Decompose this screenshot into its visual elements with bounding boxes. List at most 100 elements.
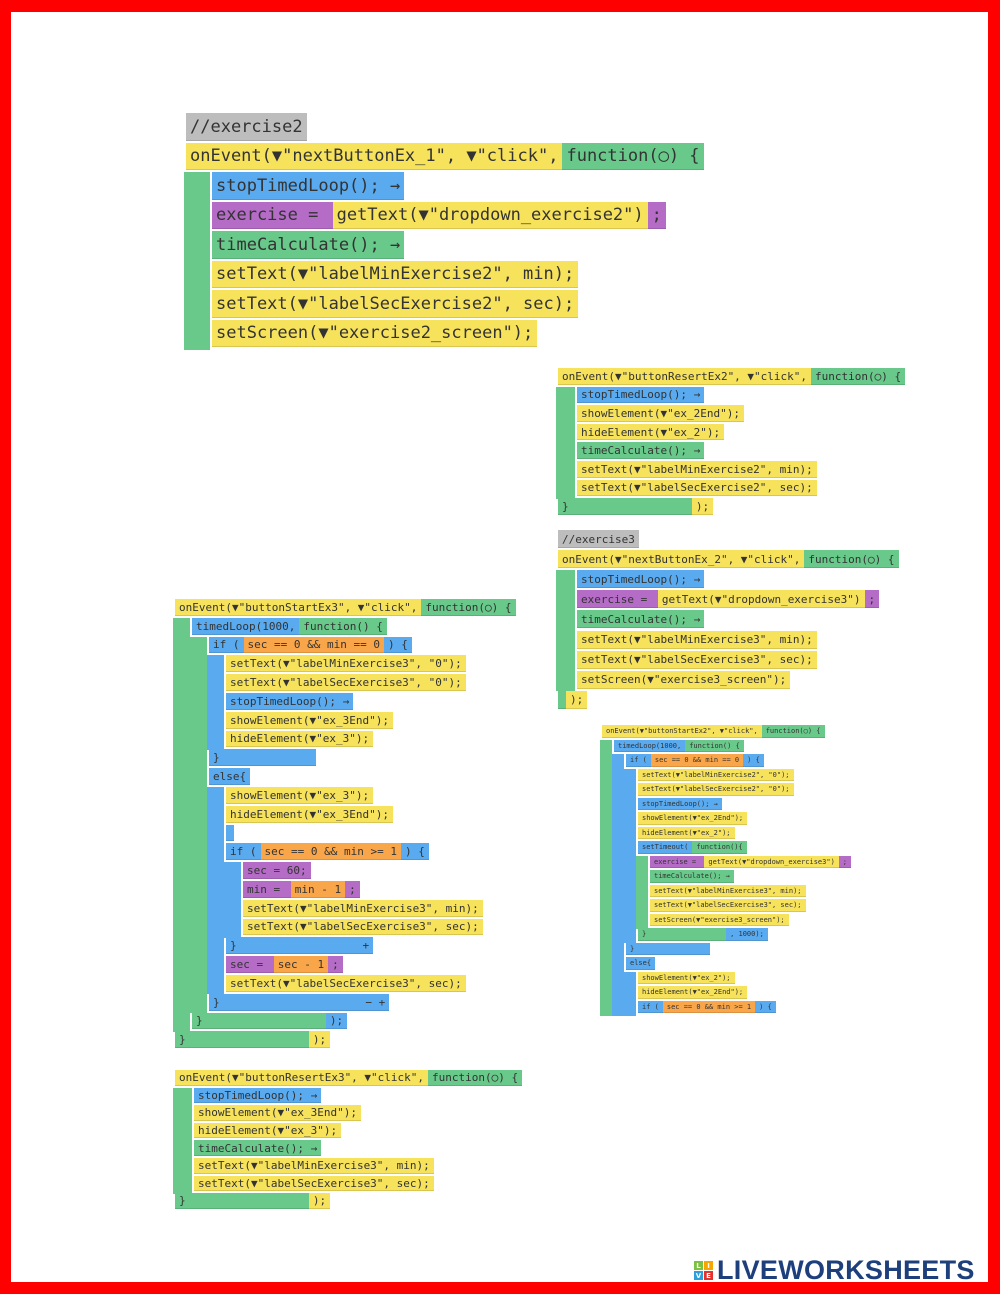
block-rail [636,870,648,885]
block-rail [173,1158,192,1177]
code-block[interactable]: setText(▼"labelSecExercise2", sec); [212,290,579,318]
code-block[interactable]: else{ [626,957,656,970]
code-block[interactable]: setText(▼"labelMinExercise3", min); [577,630,817,649]
block-rail [173,787,190,807]
code-block[interactable]: stopTimedLoop(); → [212,172,405,200]
code-block[interactable]: } , 1000); [638,928,768,941]
code-block[interactable]: hideElement(▼"ex_3End"); [226,805,393,823]
code-segment: function(◯) { [428,1070,523,1086]
code-block[interactable]: hideElement(▼"ex_3"); [226,730,374,748]
code-block[interactable]: } + [226,937,374,955]
code-block[interactable]: showElement(▼"ex_3End"); [194,1105,361,1121]
code-block[interactable]: setText(▼"labelSecExercise3", sec); [226,975,466,992]
code-block[interactable]: setText(▼"labelSecExercise3", sec); [194,1175,434,1192]
code-block[interactable]: setScreen(▼"exercise3_screen"); [650,913,789,926]
code-block[interactable]: exercise = getText(▼"dropdown_exercise2"… [212,201,666,229]
code-block[interactable]: } ); [558,498,714,515]
code-block[interactable]: setText(▼"labelMinExercise3", min); [194,1158,434,1174]
code-block[interactable]: hideElement(▼"ex_3"); [194,1122,342,1139]
code-block[interactable]: sec = sec - 1; [226,956,343,973]
code-block[interactable]: timeCalculate(); → [194,1140,322,1156]
code-block[interactable]: min = min - 1; [243,881,360,898]
code-block[interactable]: setText(▼"labelSecExercise3", sec); [650,899,806,912]
code-block[interactable]: timedLoop(1000,function() { [614,739,744,752]
code-block[interactable]: if (sec == 0 && min == 0) { [626,754,764,767]
block-rail [184,201,210,232]
code-block[interactable]: onEvent(▼"buttonStartEx2", ▼"click",func… [602,725,825,738]
code-block[interactable]: setText(▼"labelSecExercise2", "0"); [638,783,794,796]
code-block[interactable]: timeCalculate(); → [650,870,734,883]
code-block[interactable]: timeCalculate(); → [577,442,705,459]
code-block[interactable]: timeCalculate(); → [577,610,705,629]
code-block[interactable]: } ); [192,1012,348,1030]
block-rail [207,956,224,976]
code-block[interactable]: stopTimedLoop(); → [226,693,354,710]
block-rail [600,739,612,755]
code-block[interactable]: if (sec == 0 && min == 0) { [209,636,412,654]
code-block[interactable]: showElement(▼"ex_3"); [226,787,374,804]
code-block[interactable]: exercise = getText(▼"dropdown_exercise3"… [650,855,852,868]
code-block[interactable]: exercise = getText(▼"dropdown_exercise3"… [577,590,880,609]
code-block[interactable]: } ); [175,1031,331,1049]
code-block[interactable]: else{ [209,768,251,785]
code-block[interactable]: if (sec == 0 && min >= 1) { [226,843,429,861]
block-rail [207,918,224,938]
code-block[interactable]: showElement(▼"ex_2"); [638,971,735,984]
code-block[interactable]: } ); [175,1193,331,1209]
code-block[interactable]: setText(▼"labelMinExercise2", "0"); [638,768,794,781]
code-block[interactable]: onEvent(▼"buttonResertEx2", ▼"click",fun… [558,368,906,385]
code-block[interactable]: ); [558,690,588,709]
block-rail [600,899,612,914]
code-block[interactable]: //exercise3 [558,530,639,549]
code-block[interactable]: //exercise2 [186,113,307,141]
block-rail [624,913,636,929]
code-block[interactable]: onEvent(▼"nextButtonEx_2", ▼"click",func… [558,550,899,569]
code-block[interactable]: setScreen(▼"exercise3_screen"); [577,670,791,689]
code-block[interactable]: hideElement(▼"ex_2"); [638,826,735,839]
code-block[interactable]: onEvent(▼"buttonStartEx3", ▼"click",func… [175,599,516,616]
block-rail [624,841,636,856]
code-block[interactable]: setTimeout(function(){ [638,841,747,854]
code-block[interactable]: timeCalculate(); → [212,231,405,259]
block-rail [600,783,612,798]
code-block[interactable]: showElement(▼"ex_2End"); [638,812,748,825]
code-block[interactable]: stopTimedLoop(); → [577,570,705,589]
code-block[interactable]: timedLoop(1000,function() { [192,617,387,635]
code-block[interactable]: setText(▼"labelSecExercise3", sec); [243,918,483,936]
block-rail [184,260,210,291]
code-block[interactable]: stopTimedLoop(); → [638,797,722,810]
code-block[interactable]: setScreen(▼"exercise2_screen"); [212,319,538,347]
code-block[interactable]: } [209,749,317,767]
code-block[interactable]: stopTimedLoop(); → [194,1087,322,1104]
code-segment: if ( [209,636,244,654]
code-block[interactable]: sec = 60; [243,862,311,879]
code-block[interactable]: setText(▼"labelMinExercise3", min); [650,884,806,897]
code-block[interactable]: showElement(▼"ex_3End"); [226,711,393,729]
block-rail [173,899,190,920]
code-block[interactable]: setText(▼"labelMinExercise3", min); [243,899,483,917]
code-block[interactable]: stopTimedLoop(); → [577,386,705,404]
code-block[interactable]: setText(▼"labelMinExercise2", min); [577,461,817,478]
code-block[interactable]: hideElement(▼"ex_2"); [577,423,725,441]
block-rail [556,570,575,591]
code-block[interactable] [226,824,234,842]
code-block[interactable]: onEvent(▼"nextButtonEx_1", ▼"click",func… [186,142,704,170]
code-block[interactable]: hideElement(▼"ex_2End"); [638,986,748,999]
code-block[interactable]: setText(▼"labelMinExercise3", "0"); [226,655,466,673]
code-segment: hideElement(▼"ex_3"); [226,730,374,748]
block-rail [556,479,575,499]
code-block[interactable]: if (sec == 0 && min >= 1) { [638,1000,776,1013]
code-block[interactable]: setText(▼"labelSecExercise3", sec); [577,650,817,669]
code-block[interactable]: } [626,942,710,955]
block-rail [190,843,207,863]
code-block[interactable]: showElement(▼"ex_2End"); [577,405,744,422]
code-block[interactable]: setText(▼"labelSecExercise2", sec); [577,479,817,497]
code-block[interactable]: onEvent(▼"buttonResertEx3", ▼"click",fun… [175,1070,523,1086]
code-segment: onEvent(▼"nextButtonEx_1", ▼"click", [186,142,563,170]
code-segment: onEvent(▼"buttonResertEx3", ▼"click", [175,1070,429,1086]
code-block[interactable]: } − + [209,993,390,1011]
code-block[interactable]: setText(▼"labelSecExercise3", "0"); [226,674,466,691]
code-segment: stopTimedLoop(); → [194,1087,322,1104]
code-segment: timeCalculate(); → [577,610,705,629]
code-block[interactable]: setText(▼"labelMinExercise2", min); [212,260,579,288]
